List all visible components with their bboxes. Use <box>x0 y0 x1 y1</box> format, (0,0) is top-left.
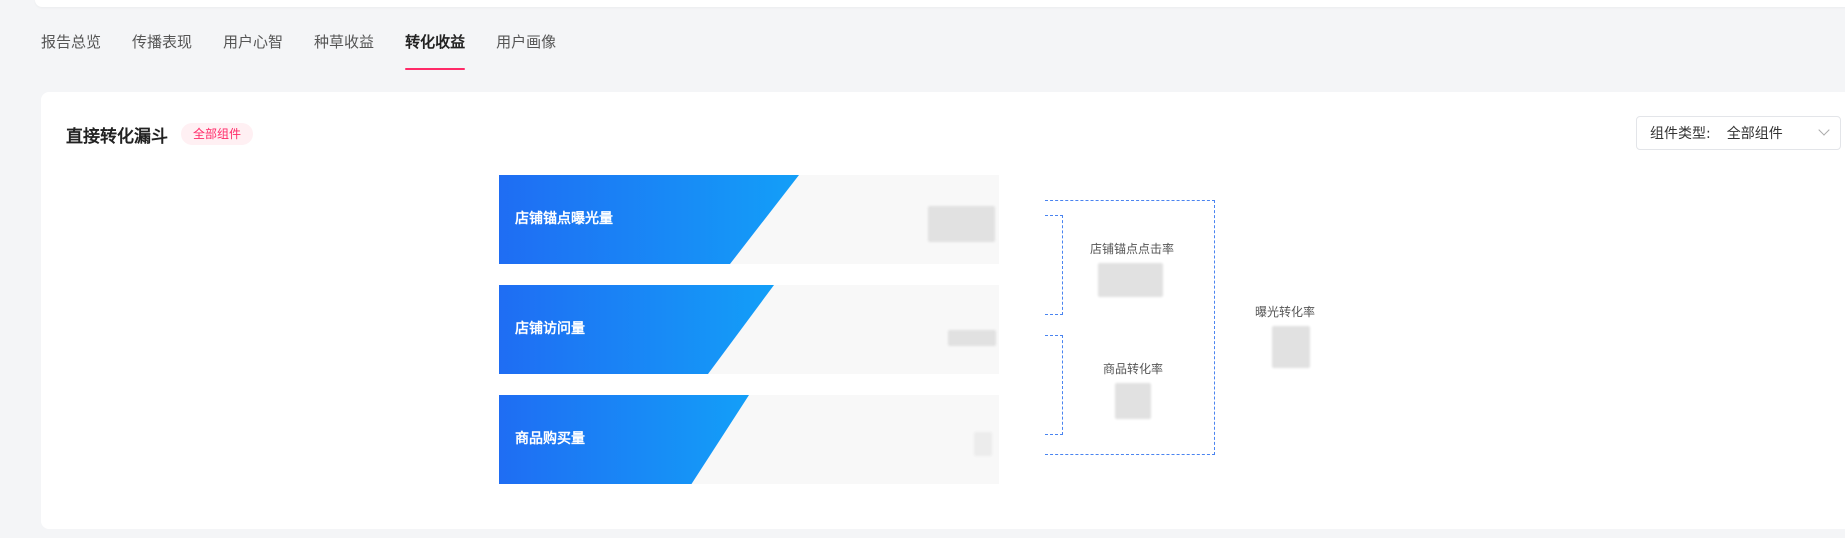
redacted-value <box>948 330 996 346</box>
tab-user-mind[interactable]: 用户心智 <box>223 33 284 51</box>
click-rate-bracket <box>1045 215 1063 315</box>
funnel-row-label: 店铺锚点曝光量 <box>515 211 613 227</box>
tab-overview[interactable]: 报告总览 <box>41 33 102 51</box>
product-rate-label: 商品转化率 <box>1103 362 1164 376</box>
redacted-value <box>974 432 992 456</box>
report-tabs: 报告总览 传播表现 用户心智 种草收益 转化收益 用户画像 <box>41 28 587 70</box>
component-type-select[interactable]: 组件类型: 全部组件 <box>1636 116 1841 150</box>
product-rate-bracket <box>1045 335 1063 435</box>
top-panel-edge <box>35 0 1845 7</box>
funnel-row-label: 店铺访问量 <box>515 321 585 337</box>
redacted-product-rate <box>1115 383 1151 419</box>
tab-spread[interactable]: 传播表现 <box>132 33 193 51</box>
tab-conversion-revenue[interactable]: 转化收益 <box>405 28 466 70</box>
funnel-row-visit: 店铺访问量 <box>499 285 999 374</box>
redacted-click-rate <box>1098 263 1163 297</box>
chevron-down-icon <box>1818 124 1830 136</box>
funnel-row-exposure: 店铺锚点曝光量 <box>499 175 999 264</box>
exposure-rate-bracket <box>1045 200 1215 455</box>
funnel-row-label: 商品购买量 <box>515 431 585 447</box>
redacted-exposure-rate <box>1272 326 1310 368</box>
select-label: 组件类型: <box>1650 126 1711 142</box>
card-title: 直接转化漏斗 <box>66 127 168 147</box>
tab-user-portrait[interactable]: 用户画像 <box>496 33 557 51</box>
funnel-row-purchase: 商品购买量 <box>499 395 999 484</box>
tab-seeding-revenue[interactable]: 种草收益 <box>314 33 375 51</box>
exposure-rate-label: 曝光转化率 <box>1255 305 1316 319</box>
select-value: 全部组件 <box>1726 126 1783 142</box>
redacted-value <box>928 206 995 242</box>
click-rate-label: 店铺锚点点击率 <box>1090 242 1175 256</box>
component-badge: 全部组件 <box>181 123 254 145</box>
